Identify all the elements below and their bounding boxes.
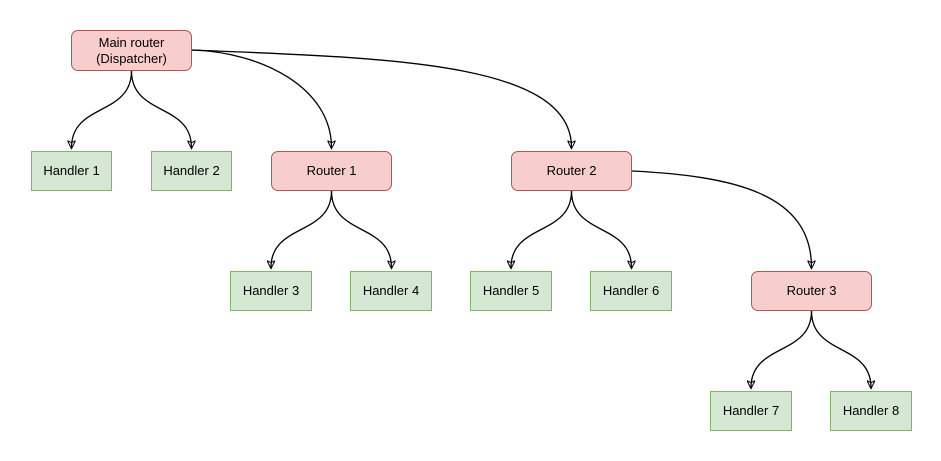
- edge-router-1-to-handler-4: [330, 190, 392, 268]
- node-router-1: Router 1: [271, 151, 392, 191]
- node-router-3: Router 3: [751, 271, 872, 311]
- edge-main-to-router-2: [191, 49, 572, 148]
- node-router-1-label: Router 1: [306, 163, 357, 178]
- node-main-router-label: Main router (Dispatcher): [96, 34, 167, 66]
- edge-router-1-to-handler-3: [271, 190, 333, 268]
- node-main-router: Main router (Dispatcher): [71, 30, 192, 71]
- node-router-3-label: Router 3: [786, 283, 837, 298]
- node-handler-1-label: Handler 1: [43, 163, 100, 178]
- node-handler-5-label: Handler 5: [482, 283, 540, 298]
- edge-router-2-to-handler-6: [570, 190, 632, 268]
- node-handler-4-label: Handler 4: [362, 283, 420, 298]
- edge-main-to-handler-2: [130, 70, 192, 148]
- edge-router-3-to-handler-7: [751, 310, 813, 388]
- node-handler-5: Handler 5: [470, 271, 552, 311]
- node-handler-6: Handler 6: [590, 271, 672, 311]
- edge-router-3-to-handler-8: [810, 310, 872, 388]
- edge-router-2-to-router-3: [631, 170, 812, 268]
- edge-main-to-router-1: [191, 49, 332, 148]
- node-router-2: Router 2: [511, 151, 632, 191]
- node-handler-7-label: Handler 7: [722, 403, 780, 418]
- node-handler-7: Handler 7: [710, 391, 792, 431]
- node-handler-3: Handler 3: [230, 271, 312, 311]
- node-handler-3-label: Handler 3: [242, 283, 300, 298]
- node-handler-8: Handler 8: [830, 391, 912, 431]
- node-handler-8-label: Handler 8: [842, 403, 900, 418]
- edge-main-to-handler-1: [72, 70, 133, 148]
- node-router-2-label: Router 2: [546, 163, 597, 178]
- edge-router-2-to-handler-5: [511, 190, 573, 268]
- node-handler-2-label: Handler 2: [163, 163, 220, 178]
- node-handler-4: Handler 4: [350, 271, 432, 311]
- node-handler-6-label: Handler 6: [602, 283, 660, 298]
- node-handler-1: Handler 1: [31, 151, 112, 191]
- node-handler-2: Handler 2: [151, 151, 232, 191]
